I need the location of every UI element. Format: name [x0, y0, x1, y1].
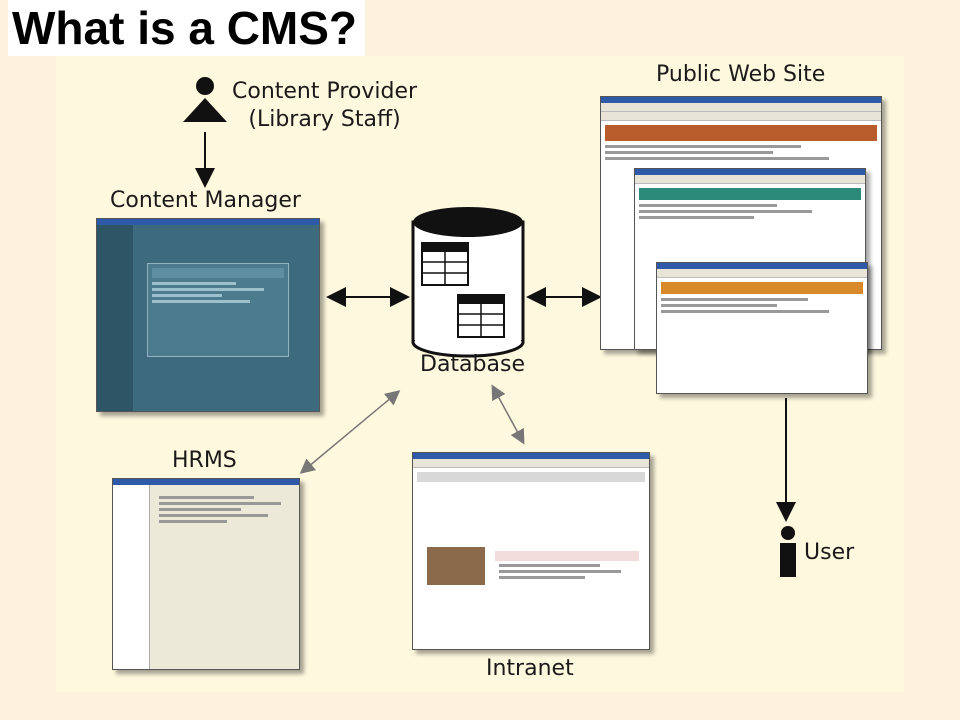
user-icon: [780, 526, 796, 577]
label-content-provider-line2: (Library Staff): [248, 107, 401, 132]
hrms-screenshot: [112, 478, 300, 670]
content-manager-screenshot: [96, 218, 320, 412]
table-icon: [421, 242, 469, 286]
website-screenshot-front: [656, 262, 868, 394]
database-cylinder-icon: [411, 207, 525, 358]
label-content-provider: Content Provider (Library Staff): [232, 78, 417, 134]
label-hrms: HRMS: [172, 448, 237, 473]
arrow-database-intranet: [491, 384, 525, 445]
slide-title: What is a CMS?: [8, 0, 366, 56]
label-content-manager: Content Manager: [110, 188, 301, 213]
label-user: User: [804, 540, 855, 565]
person-icon: [183, 77, 227, 122]
intranet-screenshot: [412, 452, 650, 650]
label-intranet: Intranet: [486, 656, 574, 681]
arrow-database-hrms: [299, 390, 401, 474]
label-public-web-site: Public Web Site: [656, 62, 826, 87]
label-content-provider-line1: Content Provider: [232, 79, 418, 104]
label-database: Database: [420, 352, 525, 377]
table-icon: [457, 294, 505, 338]
